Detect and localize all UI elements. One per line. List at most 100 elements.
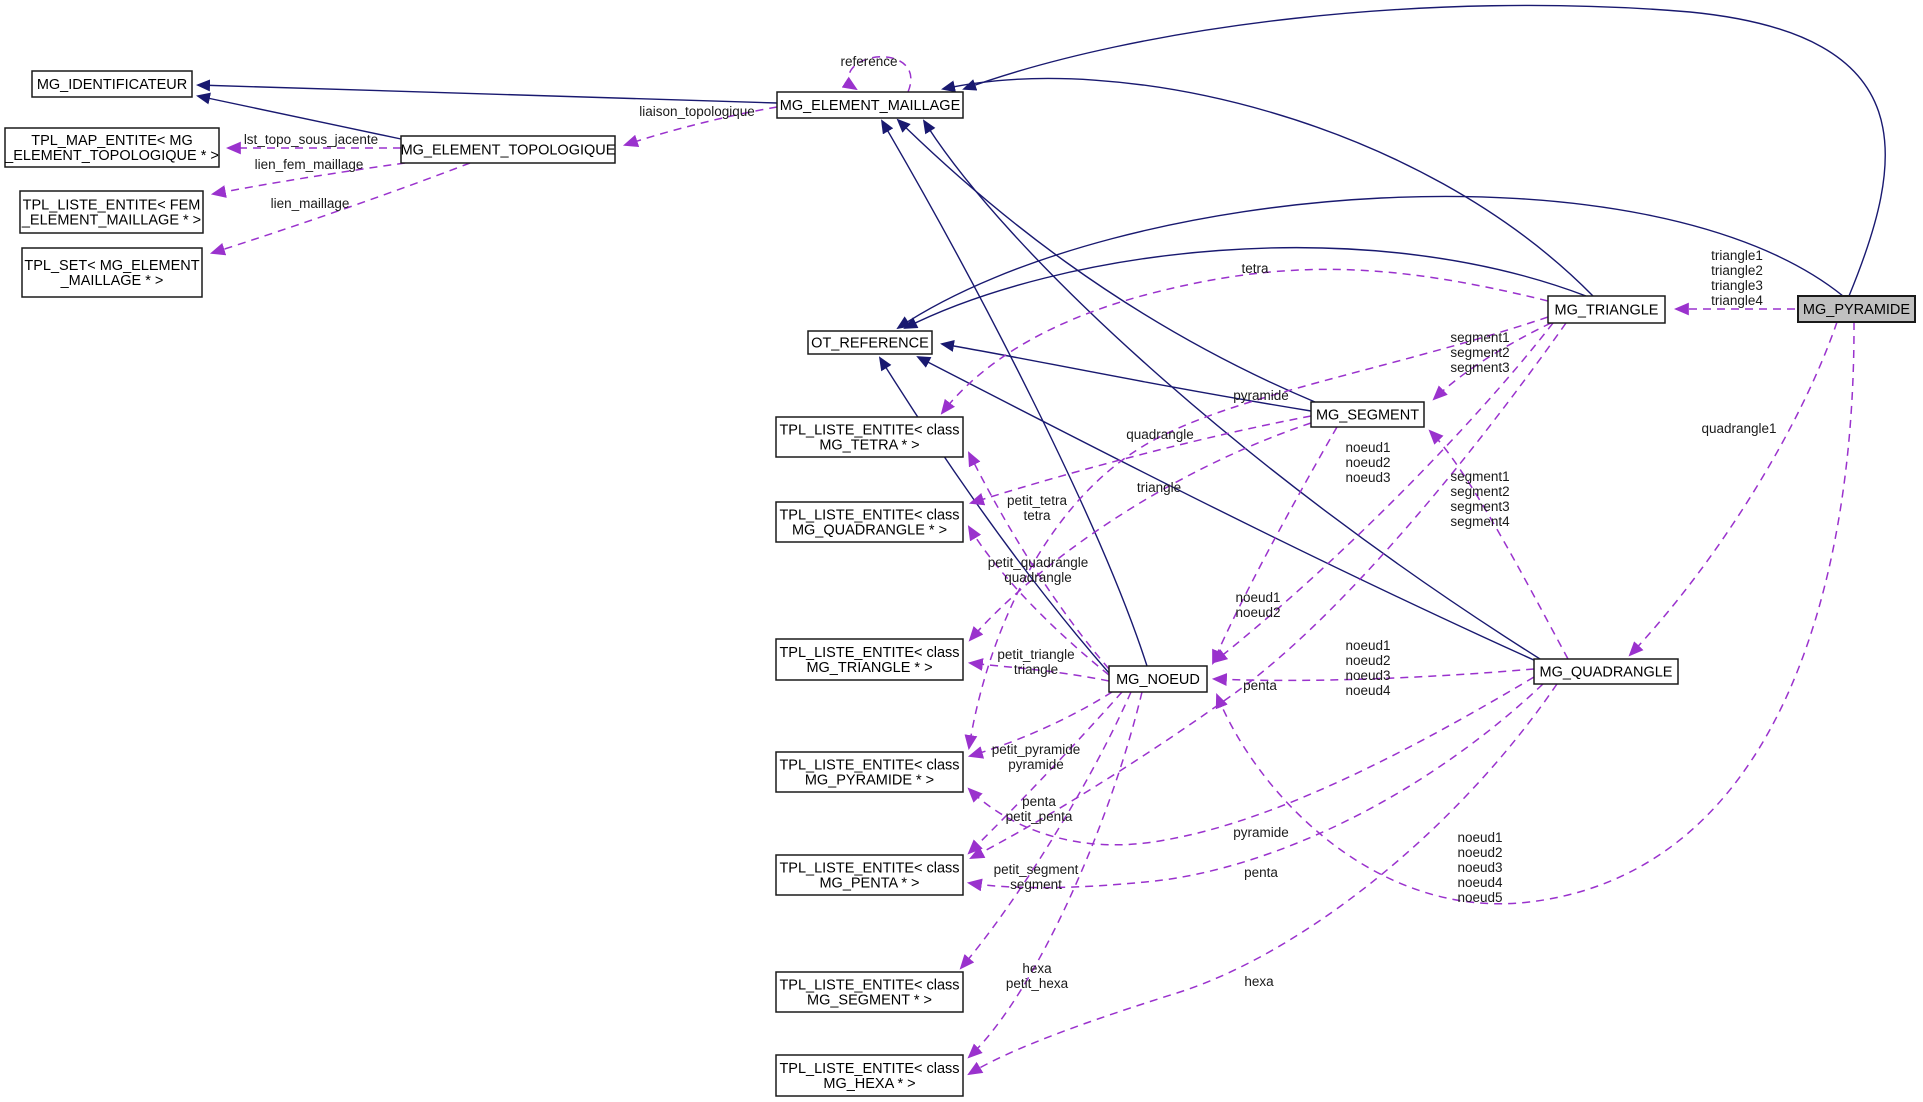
node-box-ot_reference — [807, 330, 933, 355]
edge-label-topologique-tplmap: lst_topo_sous_jacente — [244, 132, 378, 147]
edge-noeud-tpltetra — [968, 451, 1110, 670]
edge-label-quadrangle-noeud: noeud4 — [1345, 683, 1391, 698]
node-tpl_liste_fem_element_maillage[interactable]: TPL_LISTE_ENTITE< FEM_ELEMENT_MAILLAGE *… — [19, 190, 204, 234]
node-label-tpl_map_entite_topologique: TPL_MAP_ENTITE< MG — [31, 133, 193, 149]
edge-label-pyramide-noeud: noeud4 — [1457, 875, 1503, 890]
node-mg_element_topologique[interactable]: MG_ELEMENT_TOPOLOGIQUE — [400, 135, 616, 164]
edge-labels-layer: referenceliaison_topologiquelst_topo_sou… — [244, 54, 1777, 991]
edge-label-quadrangle-segment: segment2 — [1450, 484, 1509, 499]
node-label-mg_quadrangle: MG_QUADRANGLE — [1540, 665, 1673, 681]
edge-noeud-tplpyramide — [967, 691, 1113, 759]
node-mg_quadrangle[interactable]: MG_QUADRANGLE — [1533, 658, 1679, 685]
edge-triangle-noeud — [1212, 322, 1554, 664]
edges-layer — [196, 4, 1886, 1076]
node-mg_pyramide: MG_PYRAMIDE — [1797, 295, 1916, 323]
node-box-tpl_liste_mg_pyramide — [775, 751, 964, 793]
edge-label-noeud-tpltetra: petit_tetra — [1007, 493, 1068, 508]
node-label-tpl_set_mg_element_maillage: _MAILLAGE * > — [60, 273, 164, 289]
node-mg_noeud[interactable]: MG_NOEUD — [1108, 665, 1208, 693]
node-label-tpl_liste_mg_quadrangle: MG_QUADRANGLE * > — [792, 523, 947, 539]
edge-label-quadrangle-segment: segment4 — [1450, 514, 1510, 529]
node-mg_identificateur[interactable]: MG_IDENTIFICATEUR — [31, 70, 193, 98]
node-label-mg_element_topologique: MG_ELEMENT_TOPOLOGIQUE — [401, 143, 616, 159]
edge-label-segment-tplquadrangle: quadrangle — [1126, 427, 1194, 442]
edge-label-segment-noeud: noeud2 — [1235, 605, 1280, 620]
node-box-tpl_map_entite_topologique — [4, 127, 220, 168]
edge-triangle-otreference — [903, 246, 1587, 329]
node-box-mg_identificateur — [31, 70, 193, 98]
edge-label-segment-tpltriangle: triangle — [1137, 480, 1181, 495]
node-tpl_set_mg_element_maillage[interactable]: TPL_SET< MG_ELEMENT_MAILLAGE * > — [21, 247, 203, 298]
edge-label-maillage-topologique: liaison_topologique — [639, 104, 755, 119]
node-box-mg_element_maillage — [776, 91, 964, 119]
node-label-tpl_liste_mg_triangle: TPL_LISTE_ENTITE< class — [779, 645, 959, 661]
edge-label-quadrangle-tplpyramide: pyramide — [1233, 825, 1289, 840]
node-ot_reference[interactable]: OT_REFERENCE — [807, 330, 933, 355]
node-label-mg_triangle: MG_TRIANGLE — [1555, 303, 1659, 319]
edge-quadrangle-maillage — [922, 119, 1541, 660]
node-box-tpl_set_mg_element_maillage — [21, 247, 203, 298]
edge-pyramide-maillage — [962, 4, 1886, 297]
edge-pyramide-otreference — [896, 195, 1844, 330]
edge-segment-maillage — [896, 118, 1316, 403]
node-mg_triangle[interactable]: MG_TRIANGLE — [1547, 295, 1666, 324]
edge-quadrangle-segment — [1428, 429, 1569, 660]
edge-label-noeud-tplquadrangle: quadrangle — [1004, 570, 1072, 585]
node-label-tpl_liste_mg_hexa: TPL_LISTE_ENTITE< class — [779, 1061, 959, 1077]
nodes-layer: MG_IDENTIFICATEUR TPL_MAP_ENTITE< MG_ELEM… — [4, 70, 1916, 1097]
node-label-tpl_liste_mg_segment: TPL_LISTE_ENTITE< class — [779, 978, 959, 994]
edge-label-pyramide-triangle: triangle1 — [1711, 248, 1763, 263]
node-label-tpl_liste_mg_tetra: MG_TETRA * > — [819, 438, 919, 454]
edge-label-quadrangle-noeud: noeud2 — [1345, 653, 1390, 668]
edge-label-noeud-tplpyramide: petit_pyramide — [992, 742, 1081, 757]
node-box-tpl_liste_mg_hexa — [775, 1054, 964, 1097]
edge-label-triangle-noeud: noeud1 — [1345, 440, 1390, 455]
edge-topologique-tplset — [209, 162, 471, 256]
node-label-tpl_liste_mg_segment: MG_SEGMENT * > — [807, 993, 932, 1009]
node-label-tpl_map_entite_topologique: _ELEMENT_TOPOLOGIQUE * > — [4, 148, 219, 164]
edge-label-triangle-segment: segment1 — [1450, 330, 1509, 345]
edge-topologique-tplfem — [210, 162, 406, 198]
node-box-tpl_liste_mg_segment — [775, 971, 964, 1013]
node-mg_element_maillage[interactable]: MG_ELEMENT_MAILLAGE — [776, 91, 964, 119]
edge-label-noeud-tpltriangle: petit_triangle — [997, 647, 1074, 662]
edge-noeud-tplquadrangle — [967, 525, 1110, 676]
edge-label-noeud-tplpenta: petit_penta — [1006, 809, 1073, 824]
node-label-tpl_liste_mg_hexa: MG_HEXA * > — [823, 1076, 915, 1092]
node-mg_segment[interactable]: MG_SEGMENT — [1310, 401, 1425, 428]
edge-label-noeud-tpltetra: tetra — [1023, 508, 1051, 523]
edge-label-noeud-tplpenta: penta — [1022, 794, 1056, 809]
node-box-tpl_liste_fem_element_maillage — [19, 190, 204, 234]
edge-pyramide-noeud — [1215, 321, 1855, 905]
edge-label-quadrangle-tplpenta: penta — [1244, 865, 1278, 880]
node-label-mg_noeud: MG_NOEUD — [1116, 672, 1200, 688]
node-box-tpl_liste_mg_quadrangle — [775, 501, 964, 543]
edge-triangle-tpltetra — [940, 268, 1549, 415]
edge-triangle-segment — [1432, 322, 1552, 401]
edge-label-triangle-segment: segment3 — [1450, 360, 1509, 375]
edge-label-noeud-tplhexa: hexa — [1022, 961, 1052, 976]
edge-label-pyramide-triangle: triangle3 — [1711, 278, 1763, 293]
edge-triangle-tplpenta — [969, 322, 1567, 859]
edge-label-topologique-tplset: lien_maillage — [271, 196, 350, 211]
edge-label-triangle-tplpenta: penta — [1243, 678, 1277, 693]
edge-label-pyramide-noeud: noeud3 — [1457, 860, 1502, 875]
edge-noeud-tpltriangle — [967, 658, 1110, 682]
node-label-mg_element_maillage: MG_ELEMENT_MAILLAGE — [780, 98, 961, 114]
node-box-tpl_liste_mg_penta — [775, 854, 964, 896]
edge-label-noeud-tpltriangle: triangle — [1014, 662, 1058, 677]
edge-noeud-tplsegment — [959, 691, 1132, 970]
node-tpl_map_entite_topologique[interactable]: TPL_MAP_ENTITE< MG_ELEMENT_TOPOLOGIQUE *… — [4, 127, 220, 168]
edge-label-noeud-tplhexa: petit_hexa — [1006, 976, 1069, 991]
node-label-tpl_set_mg_element_maillage: TPL_SET< MG_ELEMENT — [24, 258, 199, 274]
edge-pyramide-quadrangle — [1628, 321, 1838, 657]
